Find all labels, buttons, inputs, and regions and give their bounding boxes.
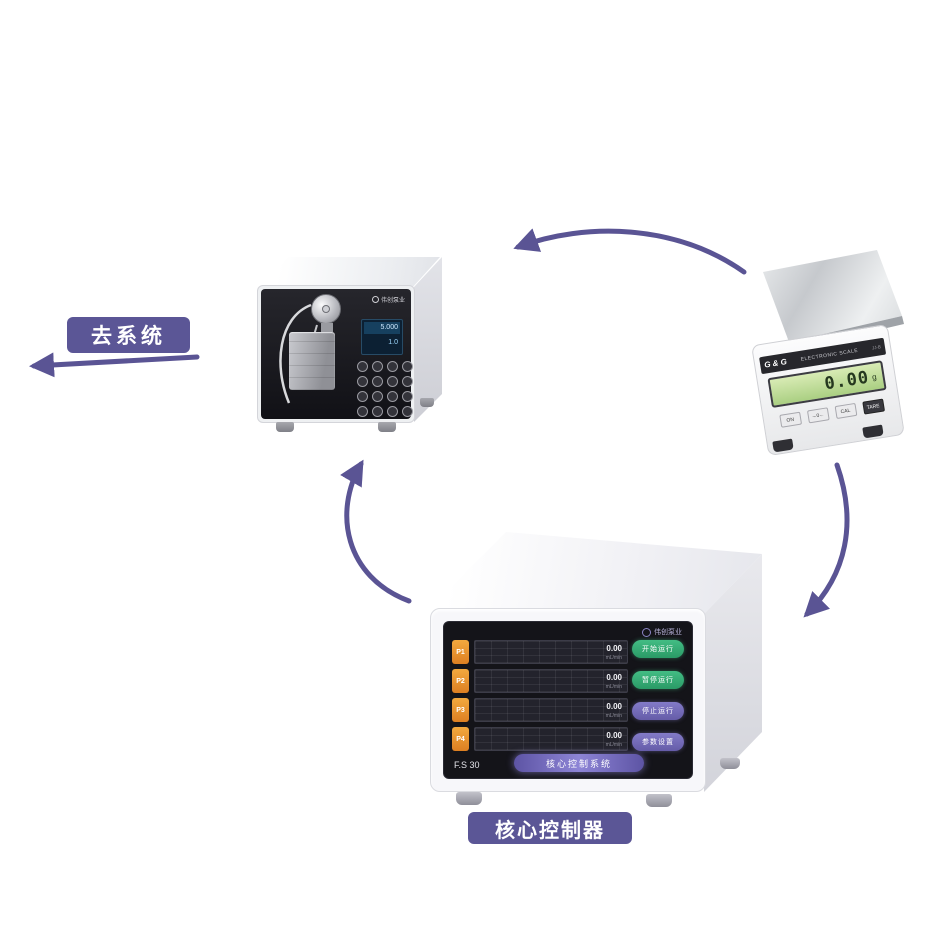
- controller-model-label: F.S 30: [454, 760, 480, 770]
- scale-title: ELECTRONIC SCALE: [800, 347, 859, 363]
- controller-button-column: 开始运行 暂停运行 停止运行 参数设置: [632, 640, 684, 751]
- controller-foot: [720, 758, 740, 769]
- channel-tag: P3: [452, 698, 469, 722]
- pump-key: [357, 406, 368, 417]
- channel-value: 0.00: [606, 702, 622, 711]
- arrow-controller-to-pump: [340, 459, 412, 604]
- scale-display-unit: g: [871, 371, 878, 382]
- channel-chart: 0.00 mL/min: [474, 698, 628, 722]
- pump-key: [372, 391, 383, 402]
- pump-display-line2: 1.0: [388, 339, 398, 346]
- pump-valve-block: [289, 332, 335, 390]
- controller-device: 伟创泵业 P1 0.00 mL/min P2 0.00 mL: [420, 520, 770, 810]
- channel-unit: mL/min: [605, 655, 622, 661]
- pump-key: [387, 406, 398, 417]
- scale-display-value: 0.00: [823, 367, 871, 395]
- pump-key: [402, 361, 413, 372]
- pump-key: [402, 391, 413, 402]
- controller-brand: 伟创泵业: [642, 627, 682, 637]
- pump-foot: [276, 422, 294, 432]
- pump-device: 5.000 1.0 伟创泵业: [252, 252, 444, 452]
- scale-zero-button: →0←: [806, 407, 830, 424]
- pump-foot: [420, 398, 434, 407]
- scale-device: G & G ELECTRONIC SCALE JJ-B 0.00 g ON →0…: [745, 242, 907, 457]
- channel-tag: P4: [452, 727, 469, 751]
- pump-key: [387, 376, 398, 387]
- controller-system-bar: 核心控制系统: [514, 754, 644, 772]
- label-to-system: 去系统: [67, 317, 190, 353]
- pump-brand-label: 伟创泵业: [380, 298, 405, 304]
- pump-key: [357, 361, 368, 372]
- pump-display: 5.000 1.0: [361, 319, 403, 355]
- controller-brand-label: 伟创泵业: [654, 629, 682, 636]
- arrow-to-system: [29, 352, 200, 378]
- channel-row: P4 0.00 mL/min: [452, 727, 628, 751]
- arrow-scale-to-controller: [803, 462, 850, 618]
- controller-channel-list: P1 0.00 mL/min P2 0.00 mL/min: [452, 640, 628, 751]
- scale-power-button: ON: [778, 411, 802, 428]
- pump-front-panel: 5.000 1.0 伟创泵业: [261, 289, 413, 419]
- channel-value: 0.00: [606, 644, 622, 653]
- pump-logo-icon: [371, 296, 379, 303]
- channel-value: 0.00: [606, 731, 622, 740]
- scale-body: G & G ELECTRONIC SCALE JJ-B 0.00 g ON →0…: [751, 323, 905, 457]
- controller-front-face: 伟创泵业 P1 0.00 mL/min P2 0.00 mL: [430, 608, 706, 792]
- scale-tare-button: TARE: [861, 398, 885, 415]
- controller-foot: [456, 792, 482, 805]
- channel-chart: 0.00 mL/min: [474, 727, 628, 751]
- controller-stop-button: 停止运行: [632, 702, 684, 720]
- scale-cal-button: CAL: [834, 402, 857, 420]
- pump-key: [372, 361, 383, 372]
- pump-key: [402, 406, 413, 417]
- controller-foot: [646, 794, 672, 807]
- pump-head-cap: [322, 305, 330, 313]
- scale-model: JJ-B: [871, 344, 882, 351]
- channel-tag: P2: [452, 669, 469, 693]
- channel-unit: mL/min: [605, 684, 622, 690]
- channel-unit: mL/min: [605, 713, 622, 719]
- channel-chart: 0.00 mL/min: [474, 640, 628, 664]
- pump-key: [357, 376, 368, 387]
- pump-key: [372, 406, 383, 417]
- channel-unit: mL/min: [605, 742, 622, 748]
- pump-fitting: [321, 323, 333, 332]
- pump-key: [387, 391, 398, 402]
- pump-head: [311, 294, 341, 324]
- pump-key: [357, 391, 368, 402]
- pump-top-face: [260, 257, 440, 288]
- channel-row: P3 0.00 mL/min: [452, 698, 628, 722]
- channel-row: P2 0.00 mL/min: [452, 669, 628, 693]
- controller-logo-icon: [642, 627, 651, 637]
- pump-display-line1: 5.000: [364, 322, 400, 334]
- pump-keypad: [357, 361, 413, 417]
- pump-front-face: 5.000 1.0 伟创泵业: [258, 286, 414, 422]
- pump-side-face: [414, 257, 442, 422]
- channel-chart: 0.00 mL/min: [474, 669, 628, 693]
- controller-start-button: 开始运行: [632, 640, 684, 658]
- controller-touchscreen: 伟创泵业 P1 0.00 mL/min P2 0.00 mL: [443, 621, 693, 779]
- scale-brand: G & G: [763, 357, 788, 370]
- label-core-controller: 核心控制器: [468, 812, 632, 844]
- channel-tag: P1: [452, 640, 469, 664]
- pump-brand: 伟创泵业: [371, 295, 405, 304]
- channel-row: P1 0.00 mL/min: [452, 640, 628, 664]
- controller-settings-button: 参数设置: [632, 733, 684, 751]
- controller-pause-button: 暂停运行: [632, 671, 684, 689]
- channel-value: 0.00: [606, 673, 622, 682]
- arrow-scale-to-pump: [513, 228, 747, 275]
- pump-key: [372, 376, 383, 387]
- pump-foot: [378, 422, 396, 432]
- pump-key: [402, 376, 413, 387]
- pump-key: [387, 361, 398, 372]
